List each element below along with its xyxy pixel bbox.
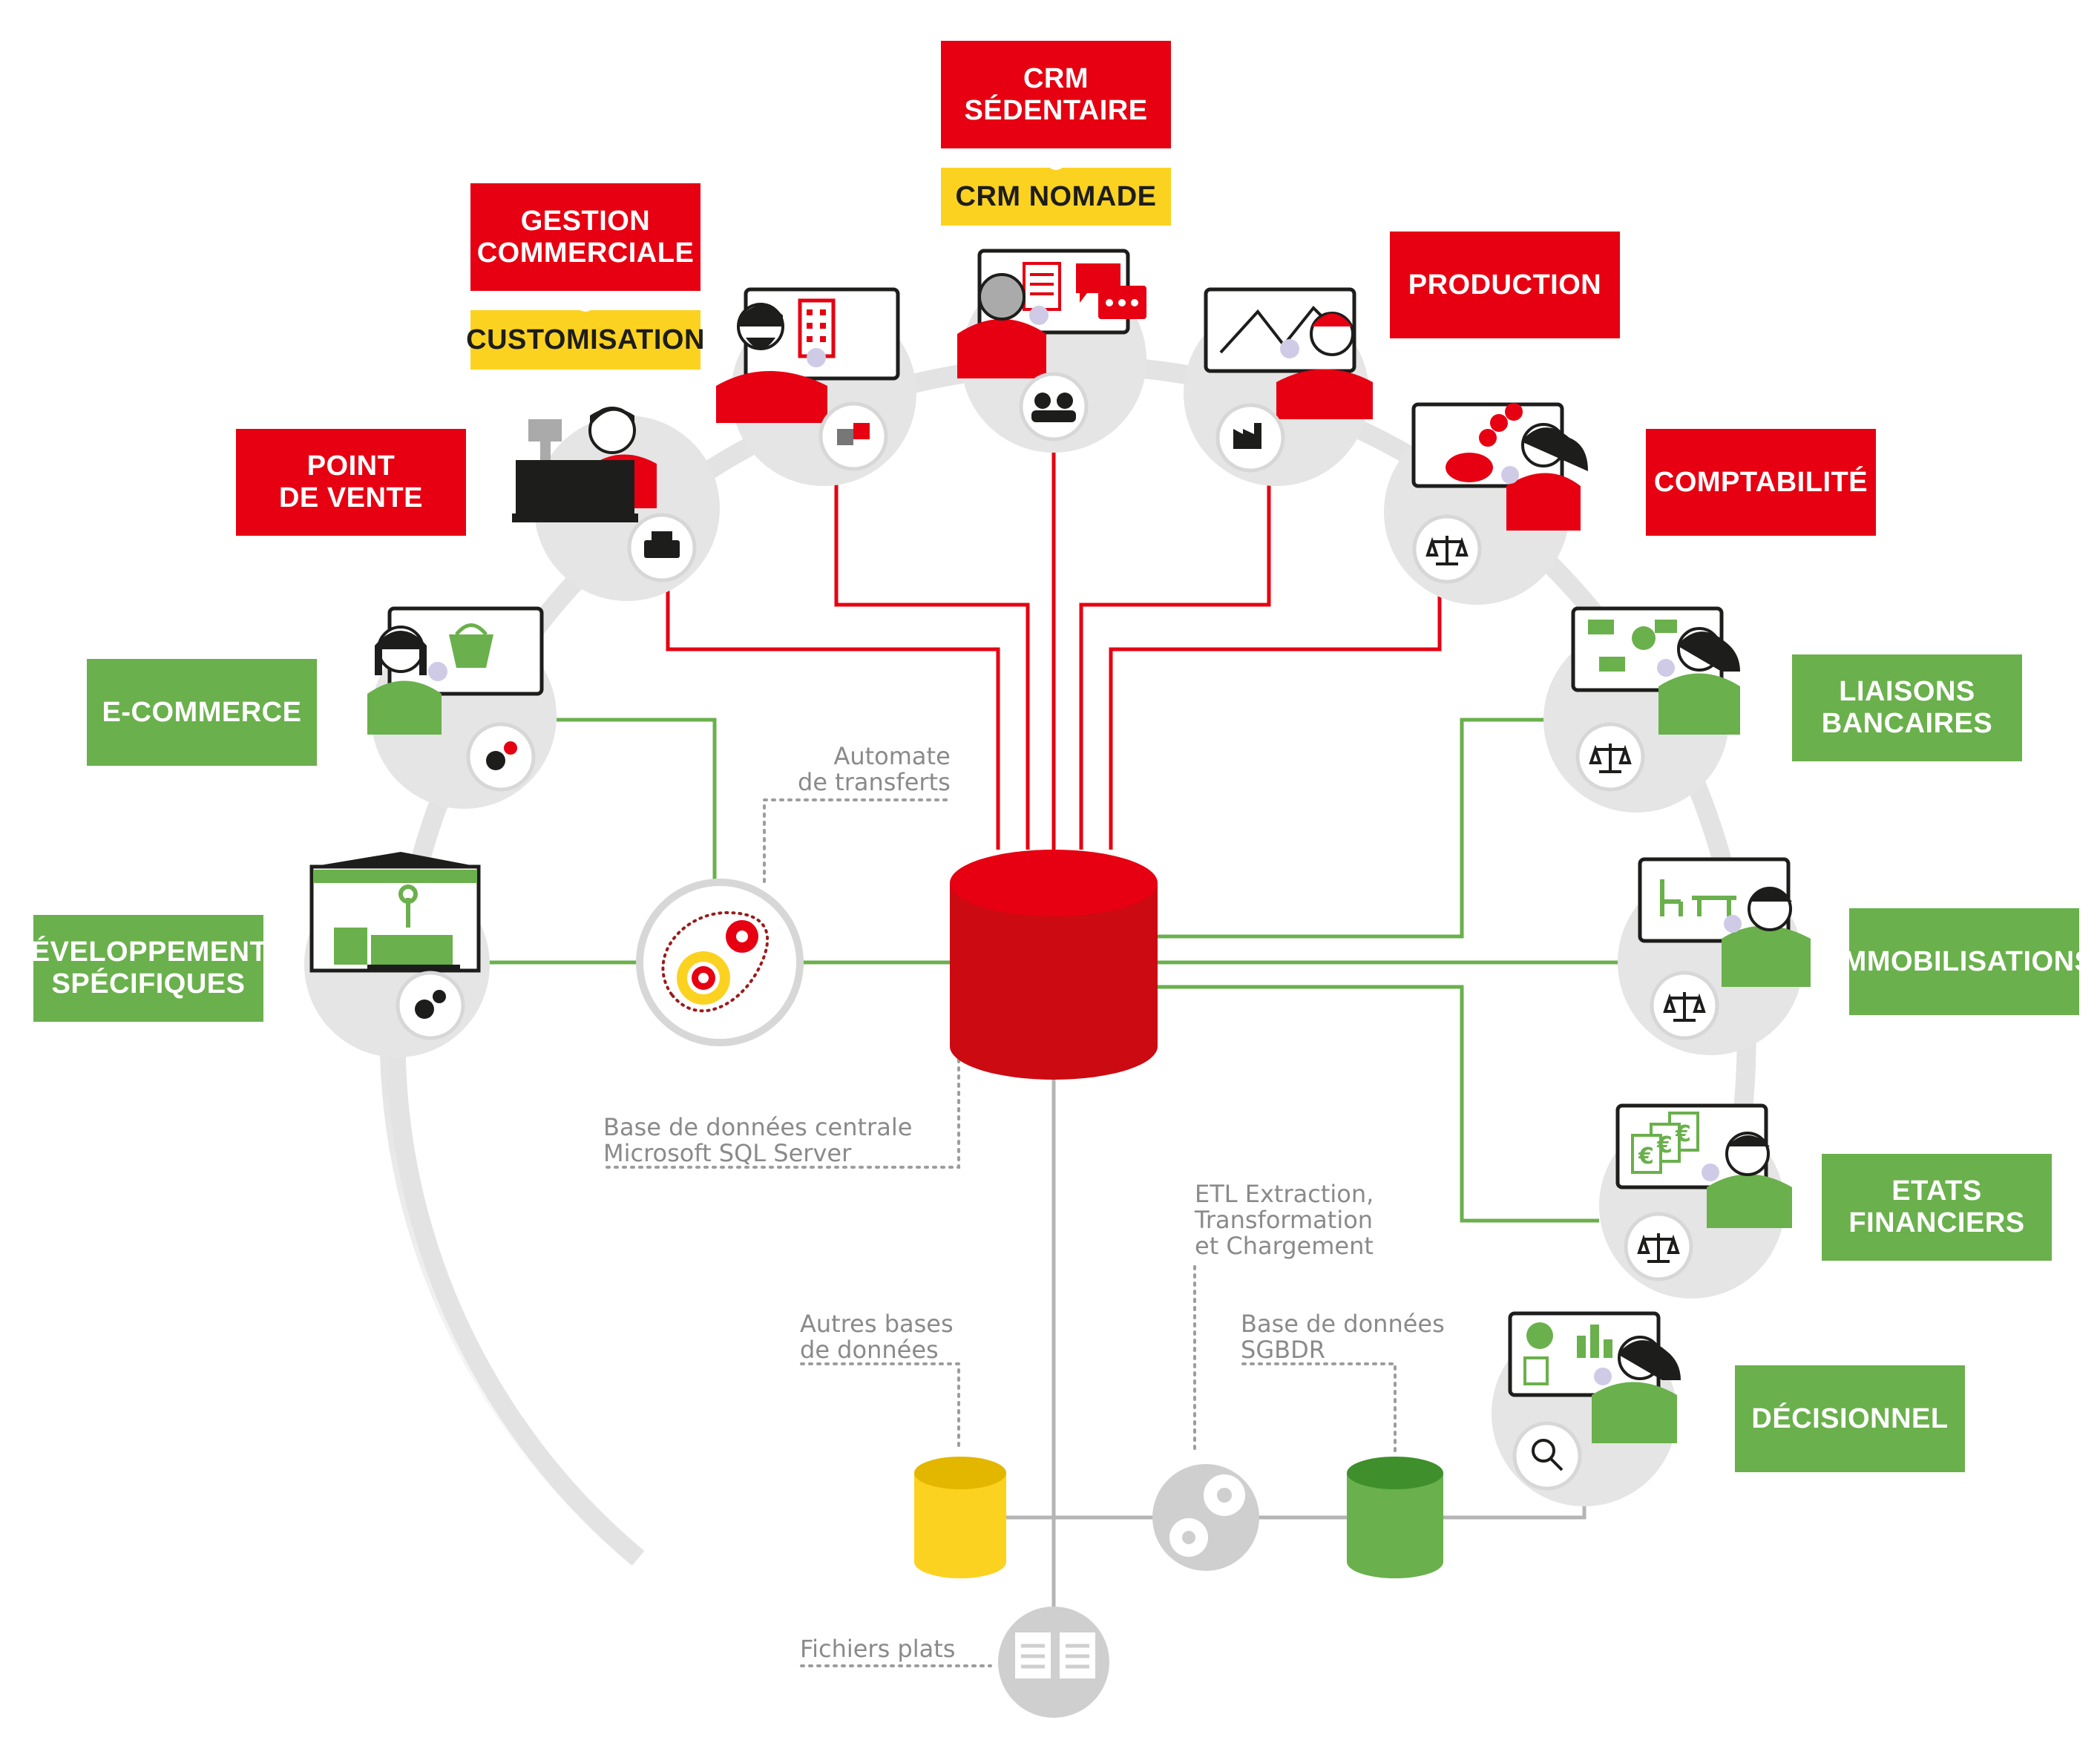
flat-files [998, 1606, 1109, 1718]
screen-etats-financiers: €€€ [1615, 1103, 1792, 1228]
developpements-illustration [309, 852, 481, 973]
sgbdr-database [1347, 1457, 1443, 1578]
label-gestion-commerciale: GESTION COMMERCIALE [470, 183, 700, 291]
green-connectors [486, 718, 1629, 1223]
automate-de-transferts [636, 879, 804, 1046]
ring-tail [380, 1053, 645, 1566]
screen-crm [957, 249, 1146, 378]
label-production: PRODUCTION [1390, 232, 1620, 338]
other-databases [914, 1457, 1006, 1578]
label-point-de-vente: POINT DE VENTE [236, 429, 466, 536]
scale-glyphs [1425, 536, 1706, 1471]
screen-liaisons-bancaires [1571, 606, 1740, 735]
label-decisionnel: DÉCISIONNEL [1735, 1365, 1965, 1472]
central-database [950, 850, 1158, 1080]
label-comptabilite: COMPTABILITÉ [1646, 429, 1876, 536]
caption-base-centrale: Base de données centrale Microsoft SQL S… [603, 1113, 913, 1167]
screen-comptabilite [1411, 402, 1588, 531]
label-e-commerce: E-COMMERCE [87, 659, 317, 766]
users-badge [1019, 372, 1089, 442]
label-crm-sedentaire: CRM SÉDENTAIRE [941, 41, 1171, 148]
gray-connectors [1005, 1076, 1587, 1662]
caption-automate-de-transferts: Automate de transferts [798, 742, 951, 796]
svg-text:€: € [1638, 1143, 1654, 1169]
label-etats-financiers: ETATS FINANCIERS [1822, 1154, 2052, 1261]
magnifier-badge [1512, 1421, 1582, 1491]
etl-gears [1152, 1464, 1259, 1571]
connector-dot [576, 292, 595, 312]
red-connectors [666, 445, 1442, 850]
screen-decisionnel [1508, 1311, 1681, 1443]
svg-text:€: € [1656, 1132, 1673, 1158]
screen-e-commerce [367, 606, 544, 735]
caption-autres-bases: Autres bases de données [800, 1310, 954, 1364]
screen-gestion-commerciale [716, 287, 900, 423]
caption-etl: ETL Extraction, Transformation et Charge… [1195, 1180, 1374, 1260]
gear-glyphs [415, 741, 517, 1019]
label-developpements-specifiques: DÉVELOPPEMENTS SPÉCIFIQUES [10, 915, 286, 1022]
point-de-vente-illustration [512, 407, 657, 522]
label-immobilisations: IMMOBILISATIONS [1835, 908, 2093, 1015]
label-liaisons-bancaires: LIAISONS BANCAIRES [1792, 654, 2022, 761]
screen-production [1204, 287, 1373, 419]
dotted-leaders [606, 798, 1397, 1667]
caption-sgbdr: Base de données SGBDR [1241, 1310, 1445, 1364]
screen-immobilisations [1638, 857, 1811, 987]
connector-dot [1046, 151, 1066, 170]
svg-text:€: € [1675, 1121, 1691, 1147]
badge-glyphs [644, 393, 1261, 558]
label-customisation: CUSTOMISATION [466, 310, 704, 370]
label-crm-nomade: CRM NOMADE [941, 168, 1171, 226]
caption-fichiers-plats: Fichiers plats [800, 1635, 956, 1663]
